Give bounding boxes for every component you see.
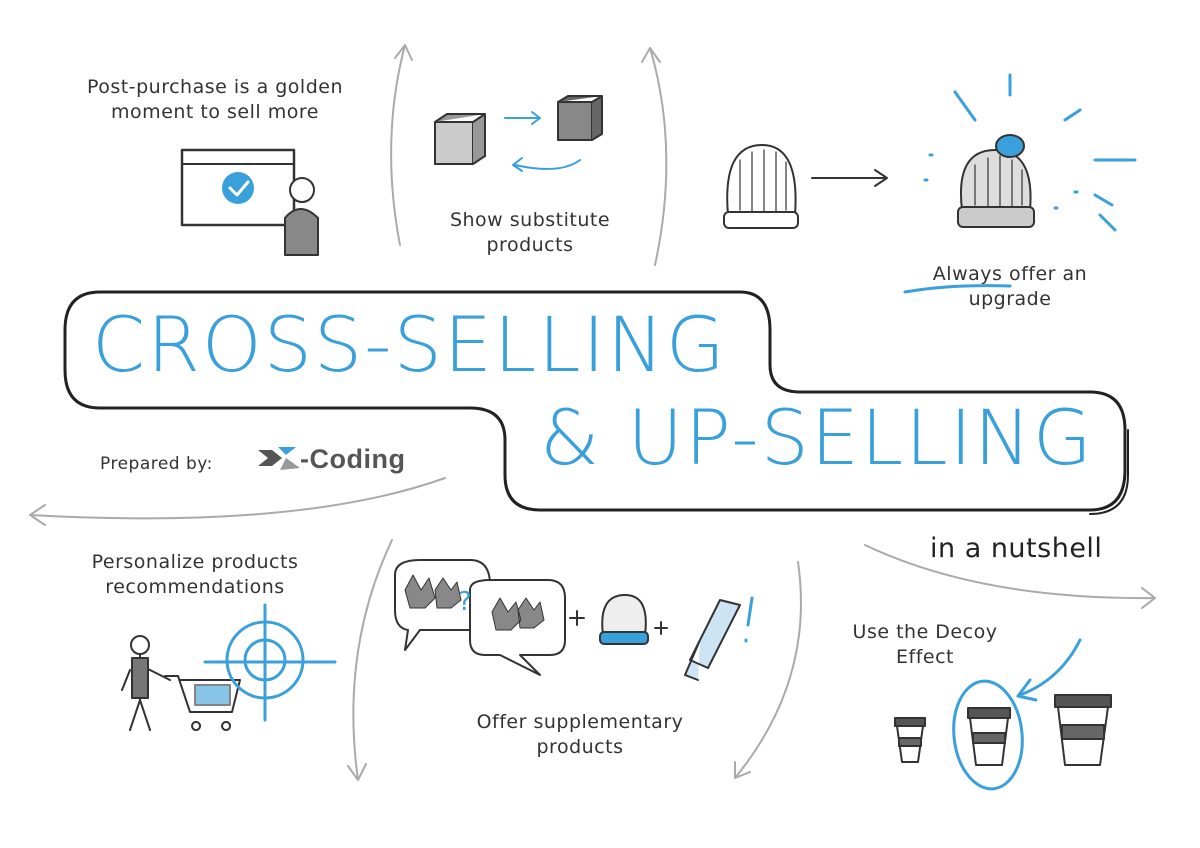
- arrow-curve-5: [734, 561, 802, 779]
- tip-decoy: Use the Decoy Effect: [852, 621, 998, 668]
- logo-text: -Coding: [300, 444, 406, 474]
- tip-upgrade-rest: offer an upgrade: [968, 263, 1088, 310]
- prepared-by-label: Prepared by:: [100, 454, 213, 474]
- title-outline: [63, 290, 1127, 512]
- tip-supplementary: Offer supplementary products: [476, 711, 684, 758]
- underline-always: [903, 284, 1012, 294]
- exclamation-mark: [744, 596, 754, 643]
- arrow-right-icon: [811, 169, 888, 187]
- plain-hat-icon: [723, 144, 799, 229]
- decoy-arrow: [1016, 638, 1082, 702]
- plus-hat-scarf: [569, 594, 741, 681]
- tip-post-purchase: Post-purchase is a golden moment to sell…: [86, 76, 344, 123]
- arrow-curve-3: [29, 477, 446, 526]
- person-icon: [284, 177, 319, 256]
- shopper-icon: [121, 635, 241, 731]
- coffee-cups: [894, 694, 1112, 766]
- sparkle-lines: [923, 73, 1137, 232]
- title-line-1: CROSS-SELLING: [92, 300, 727, 389]
- tip-upgrade-always: Always: [932, 263, 1003, 285]
- arrow-curve-2: [641, 47, 668, 266]
- subtitle: in a nutshell: [930, 533, 1103, 564]
- tip-substitute: Show substitute products: [449, 209, 611, 256]
- target-icon: [203, 603, 337, 722]
- speech-bubbles: [394, 559, 566, 676]
- arrow-curve-6: [864, 544, 1156, 609]
- arrow-curve-4: [347, 539, 393, 781]
- arrow-curve-1: [390, 44, 413, 246]
- decoy-highlight-circle: [952, 679, 1024, 791]
- title-line-2: & UP-SELLING: [540, 393, 1094, 482]
- premium-hat-icon: [957, 134, 1035, 228]
- browser-window-icon: [180, 148, 296, 227]
- tip-upgrade: Always offer an upgrade: [905, 262, 1115, 312]
- tip-personalize: Personalize products recommendations: [91, 551, 299, 598]
- xcoding-logo-mark: [258, 447, 300, 470]
- question-mark: ?: [458, 587, 472, 617]
- cube-icons: [434, 95, 603, 172]
